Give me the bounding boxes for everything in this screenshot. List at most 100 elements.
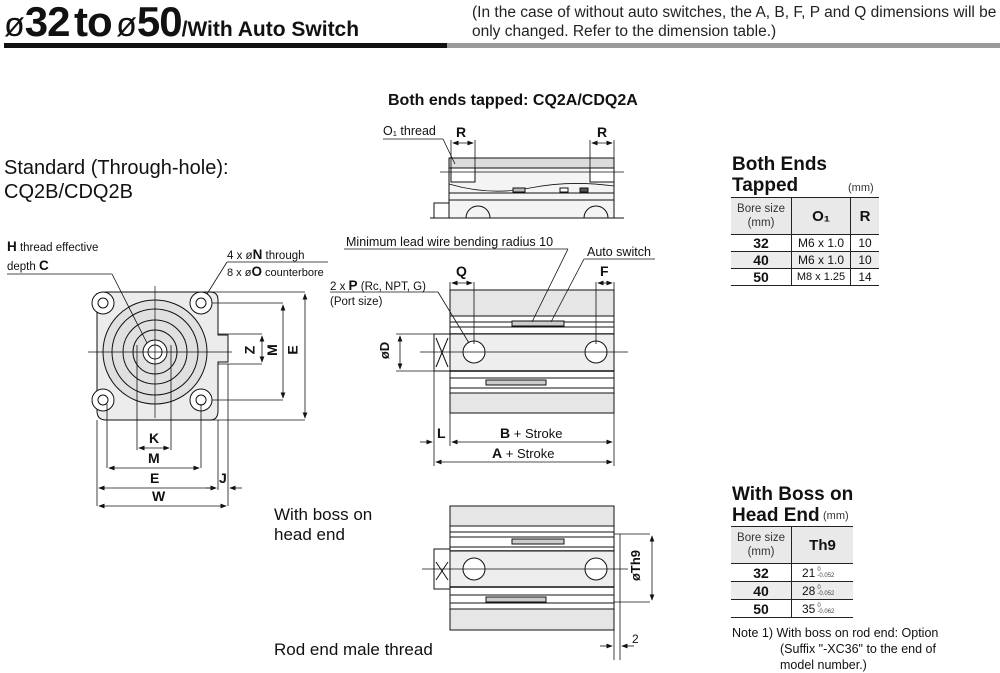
h-thread-label: H thread effective: [7, 239, 98, 254]
port-text: (Rc, NPT, G): [357, 281, 426, 293]
rod-end-caption: Rod end male thread: [274, 640, 433, 659]
boss-dimensions: [600, 533, 655, 660]
th9-value: 28: [802, 583, 816, 598]
through-prefix: 4 x ø: [227, 250, 253, 262]
boss-view: [422, 505, 628, 631]
cb-text: counterbore: [261, 267, 324, 279]
dim-Th9: øTh9: [628, 549, 644, 582]
tol-lower: -0.062: [817, 609, 835, 616]
page-title: ø32 to ø50/With Auto Switch: [4, 0, 359, 46]
th9-value: 35: [802, 601, 816, 616]
tapped-cylinder-view: [430, 157, 624, 219]
tolerance: 0-0.052: [817, 585, 834, 597]
dim-B-stroke: B + Stroke: [500, 425, 563, 441]
dim-R-left: R: [456, 124, 467, 140]
dim-boss-offset: 2: [632, 632, 639, 646]
note-line-1: Note 1) With boss on rod end: Option: [732, 626, 939, 640]
cell-r: 10: [850, 234, 879, 252]
cell-bore: 32: [731, 234, 792, 252]
standard-view-title-1: Standard (Through-hole):: [4, 157, 229, 179]
table-row: 40 M6 x 1.0 10: [731, 251, 879, 269]
dim-Z: Z: [241, 345, 258, 355]
bore-to: 50: [136, 0, 183, 45]
standard-view-title-2: CQ2B/CDQ2B: [4, 181, 133, 203]
side-view-dimensions: [330, 248, 655, 466]
port-label: 2 x P (Rc, NPT, G): [330, 278, 426, 293]
tol-lower: -0.052: [817, 573, 835, 580]
dim-R-right: R: [597, 124, 608, 140]
through-hole-label: 4 x øN through: [227, 247, 305, 262]
boss-table-title-2: Head End: [732, 505, 820, 526]
table-header-row: Bore size (mm) O₁ R: [731, 197, 879, 235]
both-ends-table: Bore size (mm) O₁ R 32 M6 x 1.0 10 40 M6…: [731, 197, 879, 286]
p-key: P: [348, 278, 358, 293]
dim-D: øD: [377, 341, 393, 360]
col-r: R: [850, 197, 879, 235]
cell-o1: M8 x 1.25: [791, 268, 851, 286]
counterbore-label: 8 x øO counterbore: [227, 264, 324, 279]
tol-upper: 0: [817, 603, 821, 610]
dim-E-vertical: E: [284, 345, 301, 355]
through-text: through: [262, 250, 305, 262]
header-rule-grey: [447, 43, 1000, 48]
front-view-dimensions: [7, 261, 328, 509]
bore-from: 32: [24, 0, 71, 45]
both-ends-table-unit: (mm): [848, 182, 874, 194]
dim-J: J: [219, 470, 227, 486]
tolerance: 0-0.052: [817, 567, 834, 579]
boss-view-title-2: head end: [274, 525, 345, 544]
cell-bore: 40: [731, 581, 792, 600]
tol-upper: 0: [817, 567, 821, 574]
cell-bore: 40: [731, 251, 792, 269]
o-key: O: [251, 264, 262, 279]
b-key: B: [500, 425, 511, 441]
a-key: A: [492, 445, 503, 461]
tapped-view-title: Both ends tapped: CQ2A/CDQ2A: [388, 92, 638, 109]
dim-M-horizontal: M: [148, 450, 160, 466]
auto-switch-label: Auto switch: [587, 245, 651, 259]
min-bend-radius-label: Minimum lead wire bending radius 10: [346, 235, 554, 249]
front-view: [88, 286, 232, 421]
port-prefix: 2 x: [330, 281, 349, 293]
col-bore-size: Bore size (mm): [731, 197, 792, 235]
tol-upper: 0: [817, 585, 821, 592]
dim-M-vertical: M: [263, 344, 280, 356]
cell-bore: 32: [731, 563, 792, 582]
cell-o1: M6 x 1.0: [791, 234, 851, 252]
h-key: H: [7, 239, 17, 254]
dim-K: K: [149, 430, 160, 446]
note-line-3: model number.): [780, 658, 867, 672]
port-size-label: (Port size): [330, 296, 383, 308]
title-suffix: /With Auto Switch: [181, 18, 360, 41]
col-th9: Th9: [791, 526, 853, 564]
header-note: (In the case of without auto switches, t…: [472, 4, 997, 40]
diameter-symbol: ø: [116, 6, 137, 44]
b-text: + Stroke: [510, 426, 563, 441]
tolerance: 0-0.062: [817, 603, 834, 615]
col-o1: O₁: [791, 197, 851, 235]
dim-Q: Q: [456, 263, 467, 279]
cell-r: 10: [850, 251, 879, 269]
diameter-symbol: ø: [4, 6, 25, 44]
dim-F: F: [600, 263, 609, 279]
a-text: + Stroke: [502, 446, 555, 461]
note-line-2: (Suffix "-XC36" to the end of: [780, 642, 936, 656]
table-header-row: Bore size (mm) Th9: [731, 526, 853, 564]
tol-lower: -0.052: [817, 591, 835, 598]
n-key: N: [252, 247, 263, 262]
table-row: 32 M6 x 1.0 10: [731, 234, 879, 252]
th9-value: 21: [802, 565, 816, 580]
cell-o1: M6 x 1.0: [791, 251, 851, 269]
dim-A-stroke: A + Stroke: [492, 445, 555, 461]
dim-L: L: [437, 425, 446, 441]
tapped-dimensions: [383, 138, 615, 168]
col-bore-size: Bore size (mm): [731, 526, 792, 564]
both-ends-table-title-1: Both Ends: [732, 154, 827, 175]
